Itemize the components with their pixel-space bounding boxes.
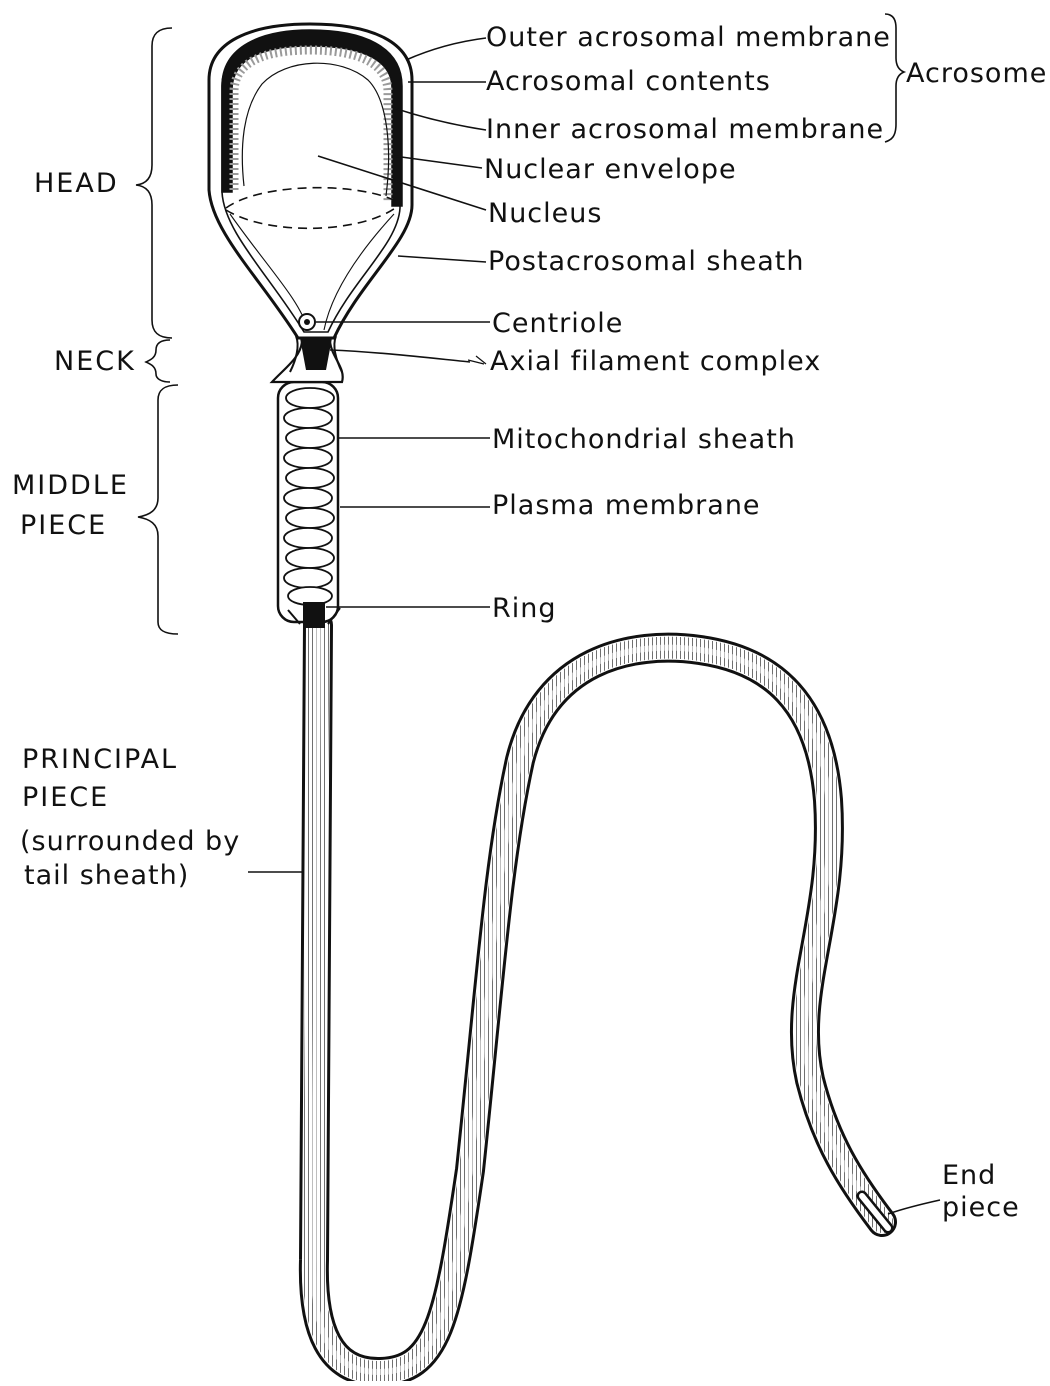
middle-piece [272, 342, 343, 628]
mitochondrial-helix [284, 388, 334, 605]
label-outer-acrosomal-membrane: Outer acrosomal membrane [486, 22, 891, 53]
section-principal-line1: PRINCIPAL [22, 744, 178, 775]
label-acrosome: Acrosome [906, 58, 1047, 89]
sperm-head [209, 24, 412, 338]
section-principal-line2: PIECE [22, 782, 109, 813]
label-nucleus: Nucleus [488, 198, 602, 229]
label-acrosomal-contents: Acrosomal contents [486, 66, 771, 97]
label-end-piece-line2: piece [942, 1192, 1020, 1223]
centriole [299, 314, 315, 330]
head-brace [136, 28, 172, 338]
section-head: HEAD [34, 168, 119, 199]
section-neck: NECK [54, 346, 136, 377]
label-end-piece-line1: End [942, 1160, 996, 1191]
label-inner-acrosomal-membrane: Inner acrosomal membrane [486, 114, 884, 145]
label-postacrosomal-sheath: Postacrosomal sheath [488, 246, 804, 277]
part-labels: Outer acrosomal membrane Acrosomal conte… [484, 22, 1047, 1223]
label-nuclear-envelope: Nuclear envelope [484, 154, 737, 185]
section-middle-line1: MIDDLE [12, 470, 129, 501]
section-principal-line4: tail sheath) [24, 860, 189, 891]
principal-piece-tail [314, 625, 882, 1372]
label-axial-filament-complex: Axial filament complex [490, 346, 821, 377]
label-ring: Ring [492, 593, 557, 624]
label-plasma-membrane: Plasma membrane [492, 490, 761, 521]
section-middle-line2: PIECE [20, 510, 107, 541]
neck-brace [146, 340, 170, 382]
section-principal-line3: (surrounded by [20, 826, 240, 857]
label-mitochondrial-sheath: Mitochondrial sheath [492, 424, 796, 455]
section-labels: HEAD NECK MIDDLE PIECE PRINCIPAL PIECE (… [12, 168, 240, 891]
label-centriole: Centriole [492, 308, 623, 339]
middle-piece-brace [138, 385, 178, 634]
